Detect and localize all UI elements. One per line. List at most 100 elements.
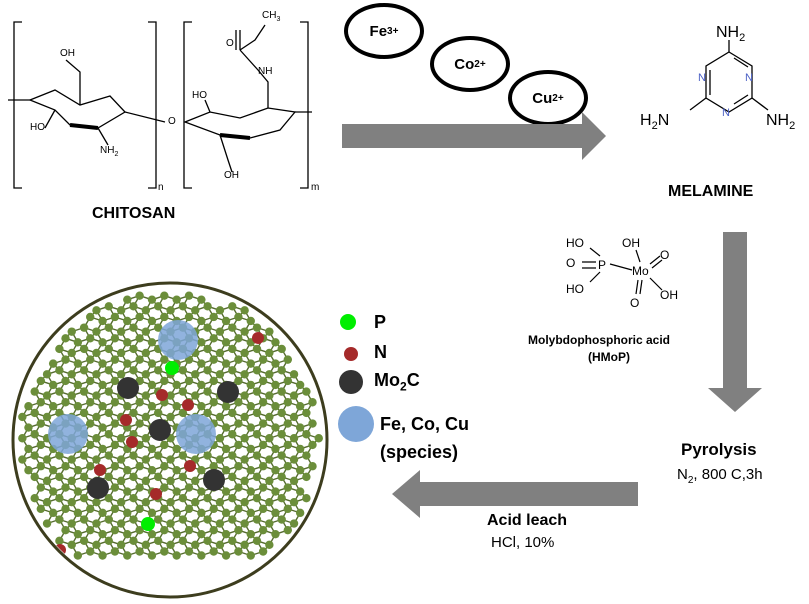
lattice-carbon-atom: [48, 402, 58, 411]
lattice-carbon-atom: [234, 398, 243, 407]
lattice-carbon-atom: [246, 551, 255, 560]
lattice-n-atom: [184, 460, 196, 472]
lattice-carbon-atom: [110, 462, 120, 471]
lattice-carbon-atom: [221, 466, 231, 475]
lattice-carbon-atom: [86, 504, 95, 514]
lattice-carbon-atom: [141, 306, 151, 315]
lattice-carbon-atom: [110, 355, 120, 364]
lattice-carbon-atom: [265, 498, 274, 507]
lattice-carbon-atom: [61, 504, 70, 514]
lattice-carbon-atom: [209, 312, 218, 322]
lattice-carbon-atom: [197, 529, 206, 539]
lattice-carbon-atom: [178, 366, 188, 375]
hmop-o-double: O: [566, 256, 576, 270]
lattice-carbon-atom: [197, 316, 206, 326]
chitosan-ho-right: HO: [192, 90, 207, 101]
hmop-mo: Mo: [632, 264, 649, 278]
lattice-carbon-atom: [295, 508, 305, 518]
lattice-carbon-atom: [215, 348, 225, 358]
lattice-n-atom: [150, 488, 162, 500]
lattice-carbon-atom: [129, 323, 138, 332]
lattice-carbon-atom: [221, 551, 231, 560]
lattice-carbon-atom: [147, 444, 157, 454]
lattice-carbon-atom: [98, 423, 107, 432]
lattice-carbon-atom: [178, 387, 188, 396]
lattice-carbon-atom: [271, 359, 280, 368]
lattice-carbon-atom: [79, 387, 89, 396]
lattice-carbon-atom: [24, 444, 33, 454]
lattice-carbon-atom: [42, 391, 52, 400]
lattice-carbon-atom: [147, 316, 157, 326]
lattice-carbon-atom: [258, 440, 268, 450]
lattice-carbon-atom: [228, 472, 237, 482]
lattice-carbon-atom: [283, 483, 293, 492]
lattice-carbon-atom: [160, 483, 169, 492]
lattice-carbon-atom: [123, 551, 132, 560]
lattice-carbon-atom: [129, 494, 138, 503]
chitosan-oh-bottom: OH: [224, 170, 239, 181]
lattice-carbon-atom: [246, 380, 255, 390]
lattice-carbon-atom: [289, 412, 299, 422]
lattice-carbon-atom: [246, 529, 255, 539]
lattice-carbon-atom: [141, 327, 151, 336]
lattice-carbon-atom: [258, 504, 268, 514]
lattice-carbon-atom: [67, 327, 76, 336]
lattice-carbon-atom: [135, 291, 144, 300]
lattice-carbon-atom: [135, 312, 144, 322]
lattice-carbon-atom: [197, 487, 206, 496]
acid-leach-title: Acid leach: [487, 512, 568, 529]
lattice-carbon-atom: [141, 455, 151, 464]
lattice-carbon-atom: [110, 334, 120, 343]
lattice-carbon-atom: [73, 529, 83, 539]
lattice-carbon-atom: [246, 359, 255, 368]
lattice-n-atom: [252, 332, 264, 344]
chitosan-m-subscript: m: [311, 182, 320, 193]
lattice-carbon-atom: [86, 398, 95, 407]
lattice-carbon-atom: [42, 455, 52, 464]
lattice-carbon-atom: [42, 476, 52, 486]
lattice-carbon-atom: [129, 451, 138, 460]
lattice-carbon-atom: [172, 444, 181, 454]
lattice-carbon-atom: [228, 302, 237, 311]
lattice-carbon-atom: [61, 334, 70, 343]
lattice-carbon-atom: [104, 302, 114, 311]
lattice-carbon-atom: [228, 451, 237, 460]
lattice-carbon-atom: [98, 359, 107, 368]
lattice-carbon-atom: [240, 306, 249, 315]
lattice-carbon-atom: [252, 430, 262, 439]
lattice-carbon-atom: [191, 306, 200, 315]
lattice-carbon-atom: [178, 451, 188, 460]
lattice-carbon-atom: [191, 540, 200, 550]
lattice-carbon-atom: [141, 391, 151, 400]
lattice-carbon-atom: [98, 402, 107, 411]
lattice-carbon-atom: [55, 408, 64, 418]
lattice-carbon-atom: [277, 408, 286, 418]
lattice-carbon-atom: [166, 540, 175, 550]
lattice-carbon-atom: [215, 540, 225, 550]
lattice-carbon-atom: [172, 487, 181, 496]
lattice-carbon-atom: [116, 498, 126, 507]
lattice-carbon-atom: [147, 402, 157, 411]
lattice-carbon-atom: [160, 504, 169, 514]
lattice-carbon-atom: [147, 295, 157, 304]
lattice-carbon-atom: [289, 476, 299, 486]
legend-mo2c-marker: [339, 370, 363, 394]
lattice-carbon-atom: [308, 462, 317, 471]
lattice-carbon-atom: [104, 515, 114, 524]
lattice-carbon-atom: [209, 462, 218, 471]
lattice-carbon-atom: [67, 540, 76, 550]
lattice-carbon-atom: [277, 430, 286, 439]
lattice-carbon-atom: [86, 355, 95, 364]
lattice-carbon-atom: [221, 402, 231, 411]
lattice-carbon-atom: [228, 323, 237, 332]
lattice-carbon-atom: [154, 323, 163, 332]
lattice-carbon-atom: [98, 444, 107, 454]
lattice-carbon-atom: [295, 487, 305, 496]
lattice-carbon-atom: [79, 344, 89, 354]
lattice-carbon-atom: [166, 476, 175, 486]
lattice-carbon-atom: [221, 316, 231, 326]
